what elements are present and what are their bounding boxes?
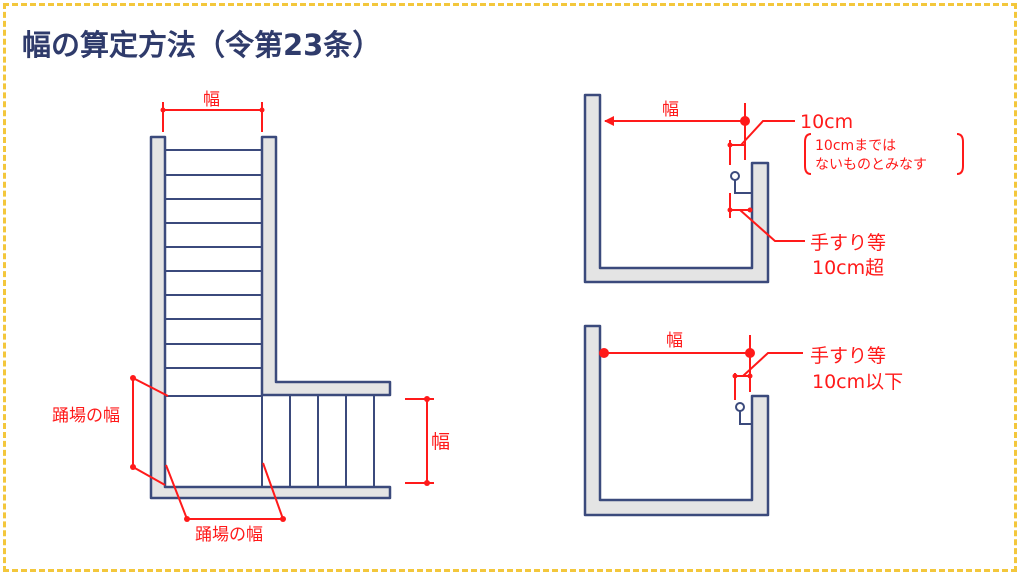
note-line-2: ないものとみなす: [815, 157, 927, 173]
handrail-icon: [735, 402, 752, 425]
handrail-label-line-2: 10cm超: [812, 257, 884, 279]
page-title: 幅の算定方法（令第23条）: [22, 28, 381, 62]
stair-treads: [165, 149, 375, 487]
stair-section-wall: [583, 324, 770, 517]
landing-width-bottom-label: 踊場の幅: [195, 525, 263, 545]
stair-section-wall: [583, 93, 770, 284]
landing-width-bottom-dimension: 踊場の幅: [165, 462, 286, 545]
width-label: 幅: [666, 331, 683, 351]
right-width-label: 幅: [431, 431, 450, 453]
dashed-border: [3, 3, 1017, 572]
landing-width-left-dimension: 踊場の幅: [52, 375, 169, 486]
note-line-1: 10cmまでは: [815, 138, 896, 154]
right-width-dimension: 幅: [405, 396, 450, 486]
handrail-label-line-2: 10cm以下: [812, 371, 903, 393]
landing-width-left-label: 踊場の幅: [52, 406, 120, 426]
stair-plan: 幅 踊場の幅 踊場の幅 幅: [52, 90, 450, 545]
top-width-dimension: 幅: [160, 90, 265, 132]
handrail-icon: [730, 171, 752, 194]
offset-label: 10cm: [800, 111, 853, 133]
handrail-under-10cm-diagram: 幅 手すり等 10cm以下: [583, 324, 903, 517]
width-label: 幅: [662, 100, 679, 120]
top-width-label: 幅: [203, 90, 220, 110]
handrail-over-10cm-diagram: 10cm 10cmまでは ないものとみなす 手すり等 10cm超 幅: [583, 93, 964, 284]
handrail-label-line-1: 手すり等: [810, 232, 886, 254]
outer-wall: [149, 135, 392, 500]
inner-wall: [260, 135, 392, 397]
handrail-label-line-1: 手すり等: [810, 345, 886, 367]
arrowhead-icon: [604, 116, 614, 126]
